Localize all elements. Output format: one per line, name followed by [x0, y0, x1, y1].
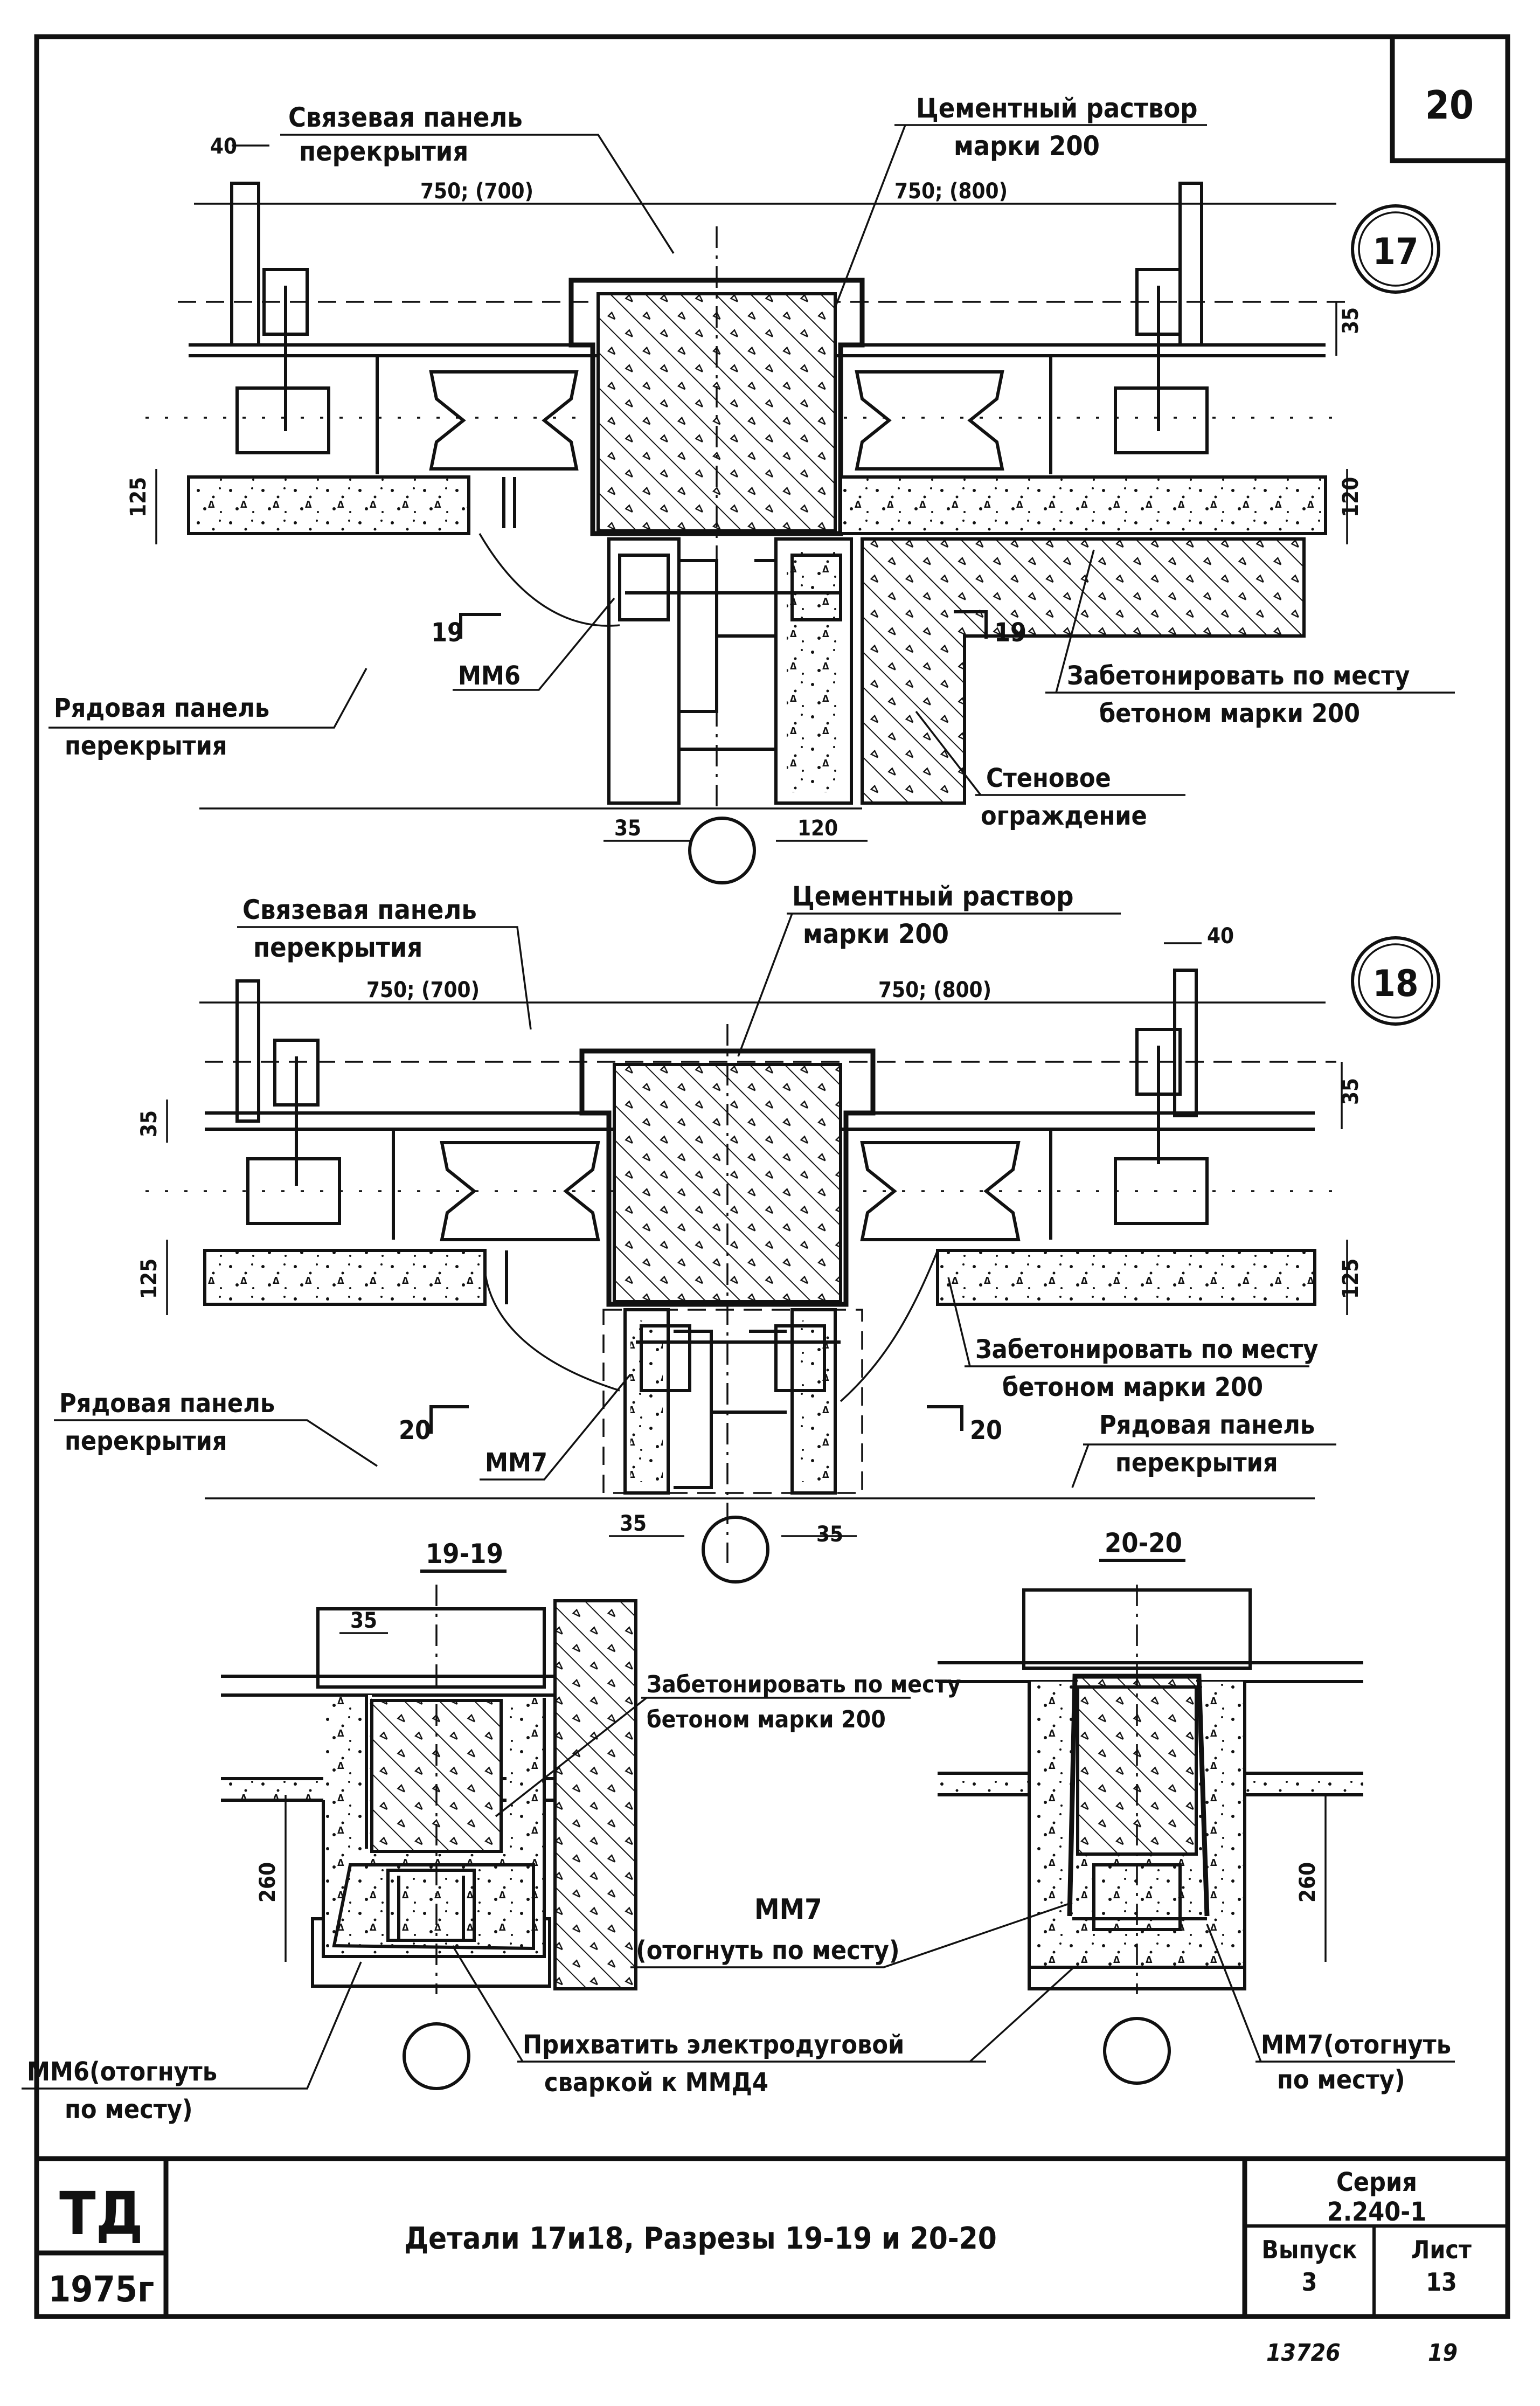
d17-dim-120-right: 120	[1338, 477, 1363, 517]
d18-concrete-label-1: Забетонировать по месту	[975, 1335, 1318, 1365]
d18-section-mark-left: 20	[399, 1415, 431, 1446]
d18-row-panel-left-label-1: Рядовая панель	[59, 1388, 275, 1419]
title-block-issue-label: Выпуск	[1261, 2235, 1357, 2264]
detail-18: 18 Связевая панель перекрытия Цементный …	[54, 881, 1440, 1584]
d18-tie-panel-label-2: перекрытия	[253, 932, 422, 963]
d17-mortar-label-1: Цементный раствор	[916, 93, 1198, 124]
d18-mortar-label-2: марки 200	[803, 918, 949, 950]
d17-dim-top-right: 750; (800)	[894, 179, 1008, 204]
s19-weld-label-1: Прихватить электродуговой	[523, 2030, 904, 2060]
title-block-issue-value: 3	[1302, 2267, 1317, 2297]
d17-concrete-label-1: Забетонировать по месту	[1067, 661, 1410, 691]
sheet-number: 20	[1425, 82, 1474, 128]
d17-section-mark-right: 19	[994, 618, 1026, 648]
s20-mm7b-label-1: ММ7(отогнуть	[1261, 2030, 1451, 2060]
section-19-title: 19-19	[426, 1538, 503, 1570]
d18-dim-40: 40	[1207, 924, 1234, 949]
d18-row-panel-left-label-2: перекрытия	[65, 1426, 227, 1456]
detail-17-circle-label: 17	[1372, 231, 1418, 273]
d18-dim-top-left: 750; (700)	[366, 978, 480, 1002]
title-block-year: 1975г	[48, 2269, 154, 2310]
section-19-19: 19-19 35 260 Забетонировать по месту бет…	[22, 1538, 1116, 2125]
d17-row-panel-label-2: перекрытия	[65, 731, 227, 761]
d17-section-mark-left: 19	[431, 618, 463, 648]
d17-dim-top-left: 750; (700)	[420, 179, 533, 204]
d18-dim-35-left: 35	[137, 1110, 162, 1137]
s20-mm7-label-2: (отогнуть по месту)	[636, 1935, 900, 1966]
d18-dim-35-bottom-left: 35	[620, 1511, 647, 1536]
d18-dim-top-right: 750; (800)	[878, 978, 991, 1002]
d17-wall-label-2: ограждение	[981, 801, 1147, 831]
d18-dim-125-left: 125	[137, 1259, 162, 1299]
d18-row-panel-right-label-2: перекрытия	[1115, 1448, 1278, 1478]
footer-inventory: 13726	[1266, 2339, 1341, 2367]
section-20-title: 20-20	[1105, 1527, 1182, 1559]
detail-18-circle-label: 18	[1372, 963, 1418, 1005]
d17-tie-panel-label-1: Связевая панель	[288, 102, 523, 133]
d18-dim-35-bottom-right: 35	[816, 1522, 843, 1547]
d17-dim-35-bottom: 35	[614, 816, 641, 841]
title-block-sheet-value: 13	[1426, 2267, 1457, 2297]
d17-dim-120-bottom: 120	[797, 816, 838, 841]
d17-mm-label: ММ6	[458, 661, 521, 691]
s19-dim-35: 35	[350, 1608, 377, 1633]
d18-row-panel-right-label-1: Рядовая панель	[1099, 1410, 1315, 1440]
d18-dim-125-right: 125	[1338, 1259, 1363, 1299]
d18-tie-panel-label-1: Связевая панель	[242, 894, 477, 925]
d17-wall-label-1: Стеновое	[986, 763, 1111, 793]
sheet-frame	[34, 34, 1510, 2319]
d17-row-panel-label-1: Рядовая панель	[54, 693, 269, 723]
s20-mm7b-label-2: по месту)	[1277, 2065, 1405, 2095]
s20-mm7-label-1: ММ7	[754, 1893, 822, 1926]
sheet-number-box: 20	[1390, 34, 1510, 163]
s19-mm6-label-1: ММ6(отогнуть	[27, 2057, 217, 2087]
footer-page: 19	[1428, 2339, 1458, 2367]
s20-dim-260: 260	[1295, 1862, 1320, 1903]
d17-dim-40: 40	[210, 134, 237, 159]
d18-section-mark-right: 20	[970, 1415, 1002, 1446]
d18-concrete-label-2: бетоном марки 200	[1002, 1372, 1263, 1402]
title-block-org: ТД	[59, 2179, 143, 2248]
s19-weld-label-2: сваркой к ММД4	[544, 2068, 768, 2098]
section-20-20: 20-20 260 ММ7 (отогнуть по месту) ММ7(от…	[630, 1527, 1455, 2095]
d17-tie-panel-label-2: перекрытия	[299, 136, 468, 167]
s19-concrete-label-2: бетоном марки 200	[647, 1706, 886, 1733]
title-block-series-label: Серия	[1336, 2167, 1417, 2197]
s19-dim-260: 260	[255, 1862, 280, 1903]
detail-17: 17 Связевая панель перекрытия Цементный …	[48, 93, 1455, 884]
d17-mortar-label-2: марки 200	[954, 130, 1100, 162]
title-block-title: Детали 17и18, Разрезы 19-19 и 20-20	[404, 2221, 997, 2256]
title-block-sheet-label: Лист	[1411, 2235, 1472, 2264]
title-block-series-value: 2.240-1	[1327, 2197, 1427, 2227]
d18-mortar-label-1: Цементный раствор	[792, 881, 1074, 912]
s19-mm6-label-2: по месту)	[65, 2094, 193, 2125]
d18-mm-label: ММ7	[485, 1448, 547, 1478]
d17-dim-35-right: 35	[1338, 307, 1363, 334]
d17-dim-125: 125	[126, 477, 151, 517]
title-block: ТД 1975г Детали 17и18, Разрезы 19-19 и 2…	[37, 2156, 1508, 2317]
d17-concrete-label-2: бетоном марки 200	[1099, 699, 1360, 729]
s19-concrete-label-1: Забетонировать по месту	[647, 1671, 961, 1698]
